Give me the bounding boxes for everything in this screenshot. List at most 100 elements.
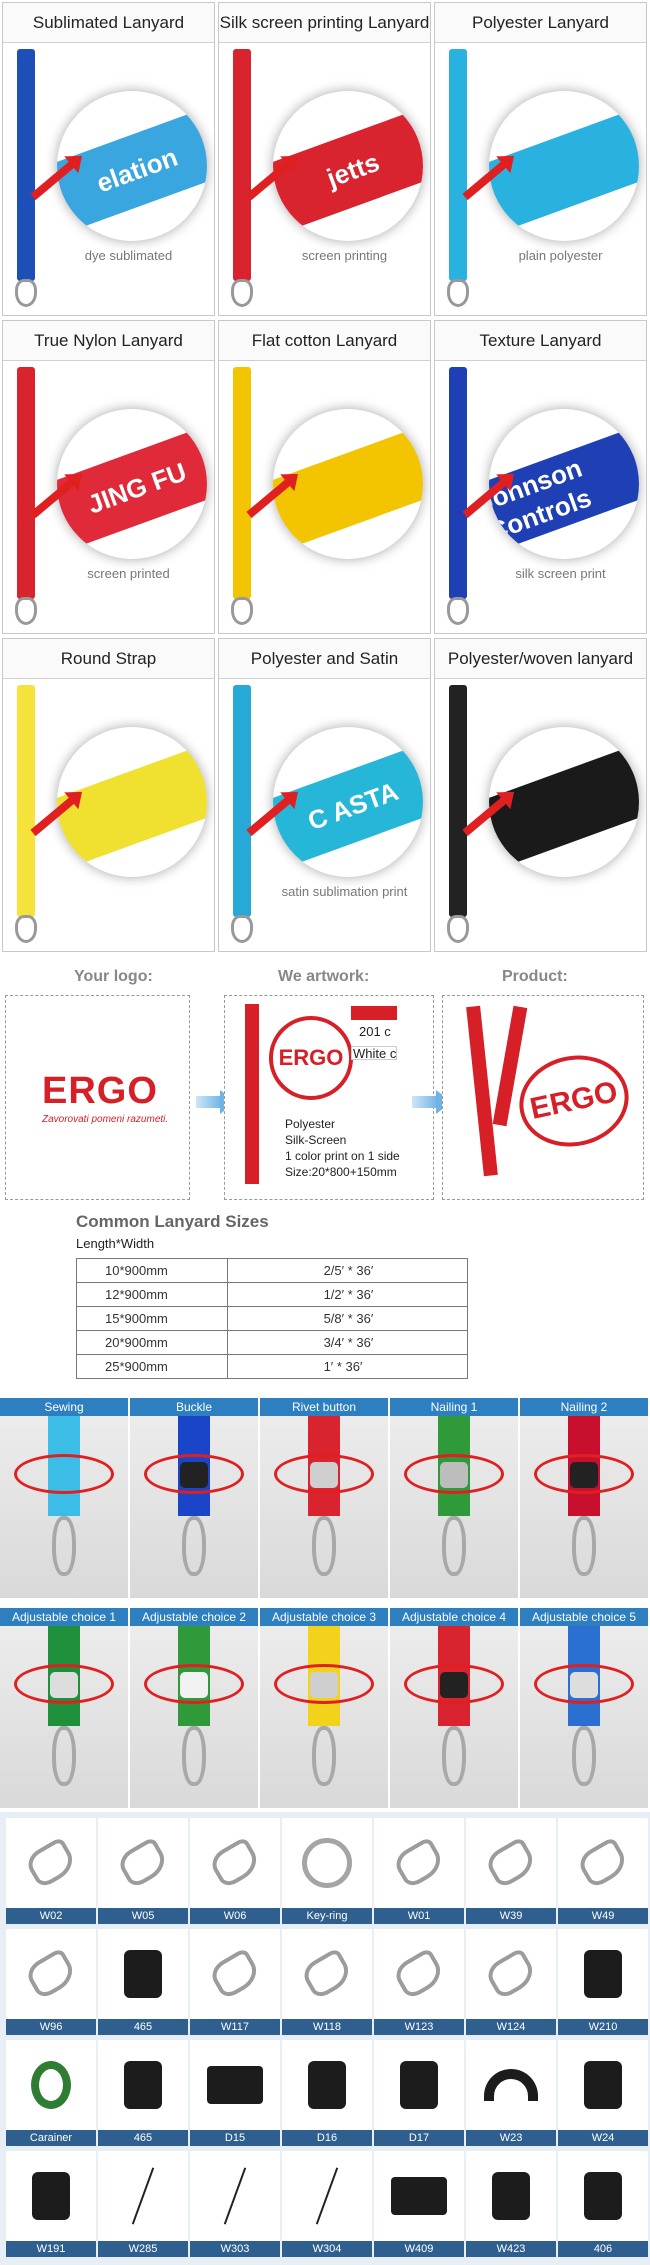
attachment-option: Adjustable choice 4 (390, 1608, 518, 1808)
highlight-ring (144, 1454, 244, 1494)
hook-icon (182, 1726, 206, 1786)
hardware-part-code: W423 (466, 2241, 556, 2257)
hardware-part-image (6, 1818, 96, 1908)
artwork-heading: We artwork: (278, 968, 370, 985)
sizes-subtitle: Length*Width (76, 1236, 155, 1251)
hardware-icon (22, 1836, 80, 1890)
hardware-part-image (558, 1929, 648, 2019)
hardware-part: D16 (282, 2040, 372, 2146)
lanyard-type-title: True Nylon Lanyard (3, 321, 214, 361)
hardware-part: W118 (282, 1929, 372, 2035)
hardware-part-code: W118 (282, 2019, 372, 2035)
hardware-part-code: D15 (190, 2130, 280, 2146)
hardware-icon (22, 1947, 80, 2001)
clip-icon (15, 915, 37, 943)
hardware-part-image (282, 2151, 372, 2241)
clip-icon (15, 597, 37, 625)
hardware-part-image (558, 2040, 648, 2130)
lanyard-type-caption: silk screen print (515, 566, 606, 581)
artwork-panel: ERGO 201 c White c Polyester Silk-Screen… (224, 995, 434, 1200)
hook-icon (572, 1516, 596, 1576)
swatch-red (351, 1006, 397, 1020)
attachment-option: Adjustable choice 2 (130, 1608, 258, 1808)
your-logo-panel: ERGO Zavorovati pomeni razumeti. (5, 995, 190, 1200)
hardware-icon (206, 1947, 264, 2001)
hardware-part: W423 (466, 2151, 556, 2257)
hardware-part: W303 (190, 2151, 280, 2257)
sizes-title: Common Lanyard Sizes (76, 1212, 269, 1231)
lanyard-type-title: Texture Lanyard (435, 321, 646, 361)
hardware-part-code: W06 (190, 1908, 280, 1924)
zoom-band-text: C ASTA (303, 775, 403, 836)
hardware-part: W24 (558, 2040, 648, 2146)
lanyard-strap (17, 685, 35, 917)
hardware-part-image (282, 1818, 372, 1908)
lanyard-type-card: Flat cotton Lanyard (218, 320, 431, 634)
size-metric: 12*900mm (76, 1282, 228, 1307)
lanyard-type-caption: screen printed (87, 566, 170, 581)
attachment-label: Sewing (0, 1398, 128, 1416)
attachment-label: Adjustable choice 5 (520, 1608, 648, 1626)
hardware-icon (302, 1838, 352, 1888)
artwork-spec-line: Size:20*800+150mm (285, 1165, 397, 1179)
hardware-part: 406 (558, 2151, 648, 2257)
size-imperial: 1/2′ * 36′ (226, 1282, 469, 1307)
hardware-part-image (374, 1818, 464, 1908)
hardware-part-image (466, 2151, 556, 2241)
hardware-part-image (282, 1929, 372, 2019)
hardware-part-code: W124 (466, 2019, 556, 2035)
lanyard-type-title: Silk screen printing Lanyard (219, 3, 430, 43)
hardware-icon (207, 2066, 263, 2104)
lanyard-type-image: plain polyester (435, 43, 646, 315)
hook-icon (442, 1516, 466, 1576)
hook-icon (52, 1516, 76, 1576)
hardware-part: 465 (98, 1929, 188, 2035)
hardware-part-code: W117 (190, 2019, 280, 2035)
hardware-icon (584, 2061, 622, 2109)
hardware-part: W304 (282, 2151, 372, 2257)
lanyard-type-title: Round Strap (3, 639, 214, 679)
size-imperial: 2/5′ * 36′ (226, 1258, 469, 1283)
clip-icon (447, 279, 469, 307)
hardware-part-code: W409 (374, 2241, 464, 2257)
attachment-option: Buckle (130, 1398, 258, 1598)
lanyard-strap (233, 49, 251, 281)
hardware-part: W117 (190, 1929, 280, 2035)
hardware-part-image (6, 2151, 96, 2241)
attachment-option: Sewing (0, 1398, 128, 1598)
hardware-part: D17 (374, 2040, 464, 2146)
hardware-part-image (282, 2040, 372, 2130)
hardware-part-image (98, 1818, 188, 1908)
swatch-white-label: White c (353, 1046, 397, 1061)
attachment-label: Adjustable choice 3 (260, 1608, 388, 1626)
attachment-label: Nailing 1 (390, 1398, 518, 1416)
size-metric: 10*900mm (76, 1258, 228, 1283)
size-imperial: 3/4′ * 36′ (226, 1330, 469, 1355)
hardware-part-image (466, 1929, 556, 2019)
hardware-part-code: Key-ring (282, 1908, 372, 1924)
lanyard-type-caption: satin sublimation print (281, 884, 408, 899)
hardware-part-code: W02 (6, 1908, 96, 1924)
highlight-ring (404, 1454, 504, 1494)
highlight-ring (274, 1454, 374, 1494)
hardware-part: W191 (6, 2151, 96, 2257)
hardware-part-code: W05 (98, 1908, 188, 1924)
hardware-part-code: Carainer (6, 2130, 96, 2146)
hardware-part: Carainer (6, 2040, 96, 2146)
hook-icon (312, 1726, 336, 1786)
artwork-spec-line: Polyester (285, 1117, 336, 1131)
hardware-part-image (466, 2040, 556, 2130)
hook-icon (52, 1726, 76, 1786)
lanyard-strap (449, 367, 467, 599)
hardware-icon (32, 2172, 70, 2220)
hook-icon (572, 1726, 596, 1786)
hardware-icon (400, 2061, 438, 2109)
attachment-label: Nailing 2 (520, 1398, 648, 1416)
attachment-label: Adjustable choice 2 (130, 1608, 258, 1626)
artwork-badge: ERGO (269, 1016, 353, 1100)
